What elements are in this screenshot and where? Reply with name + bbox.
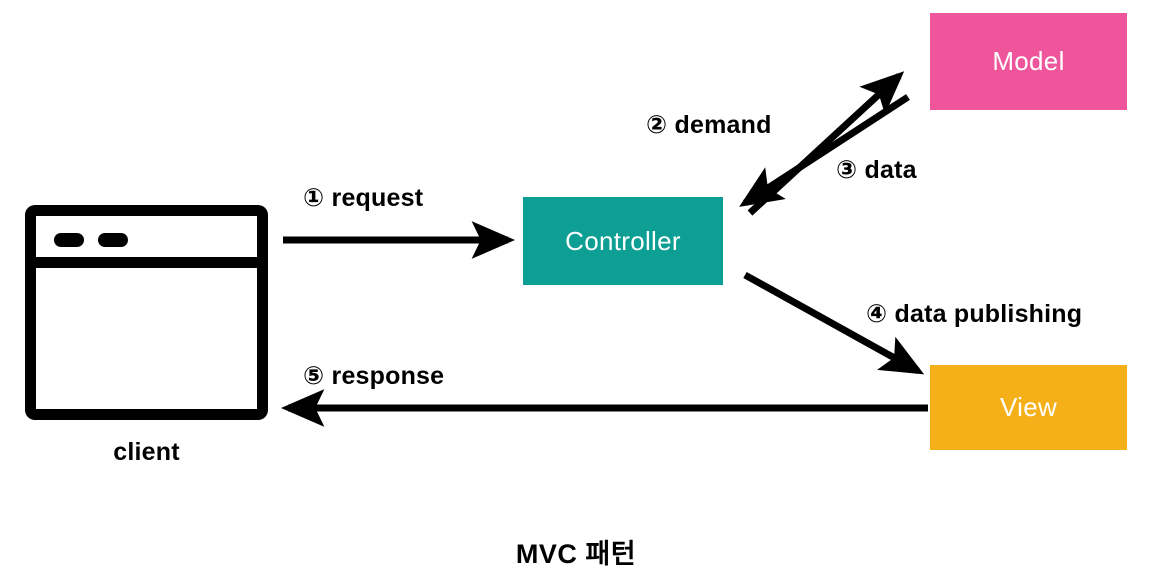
browser-dot-two-icon [98, 233, 128, 247]
node-controller: Controller [523, 197, 723, 285]
browser-titlebar [36, 216, 257, 268]
node-controller-label: Controller [565, 225, 681, 256]
browser-window-icon [25, 205, 268, 420]
flow-label-data-publishing: ④ data publishing [866, 300, 1083, 328]
flow-label-request: ① request [303, 184, 424, 212]
node-view: View [930, 365, 1127, 450]
flow-label-data: ③ data [836, 156, 917, 184]
arrow-demand [747, 71, 905, 216]
flow-label-response: ⑤ response [303, 362, 445, 390]
node-view-label: View [999, 392, 1058, 422]
browser-dot-one-icon [54, 233, 84, 247]
flow-label-demand: ② demand [646, 111, 772, 139]
diagram-caption: MVC 패턴 [515, 539, 637, 569]
node-model-label: Model [992, 46, 1065, 76]
client-label: client [113, 438, 180, 466]
node-model: Model [930, 13, 1127, 110]
